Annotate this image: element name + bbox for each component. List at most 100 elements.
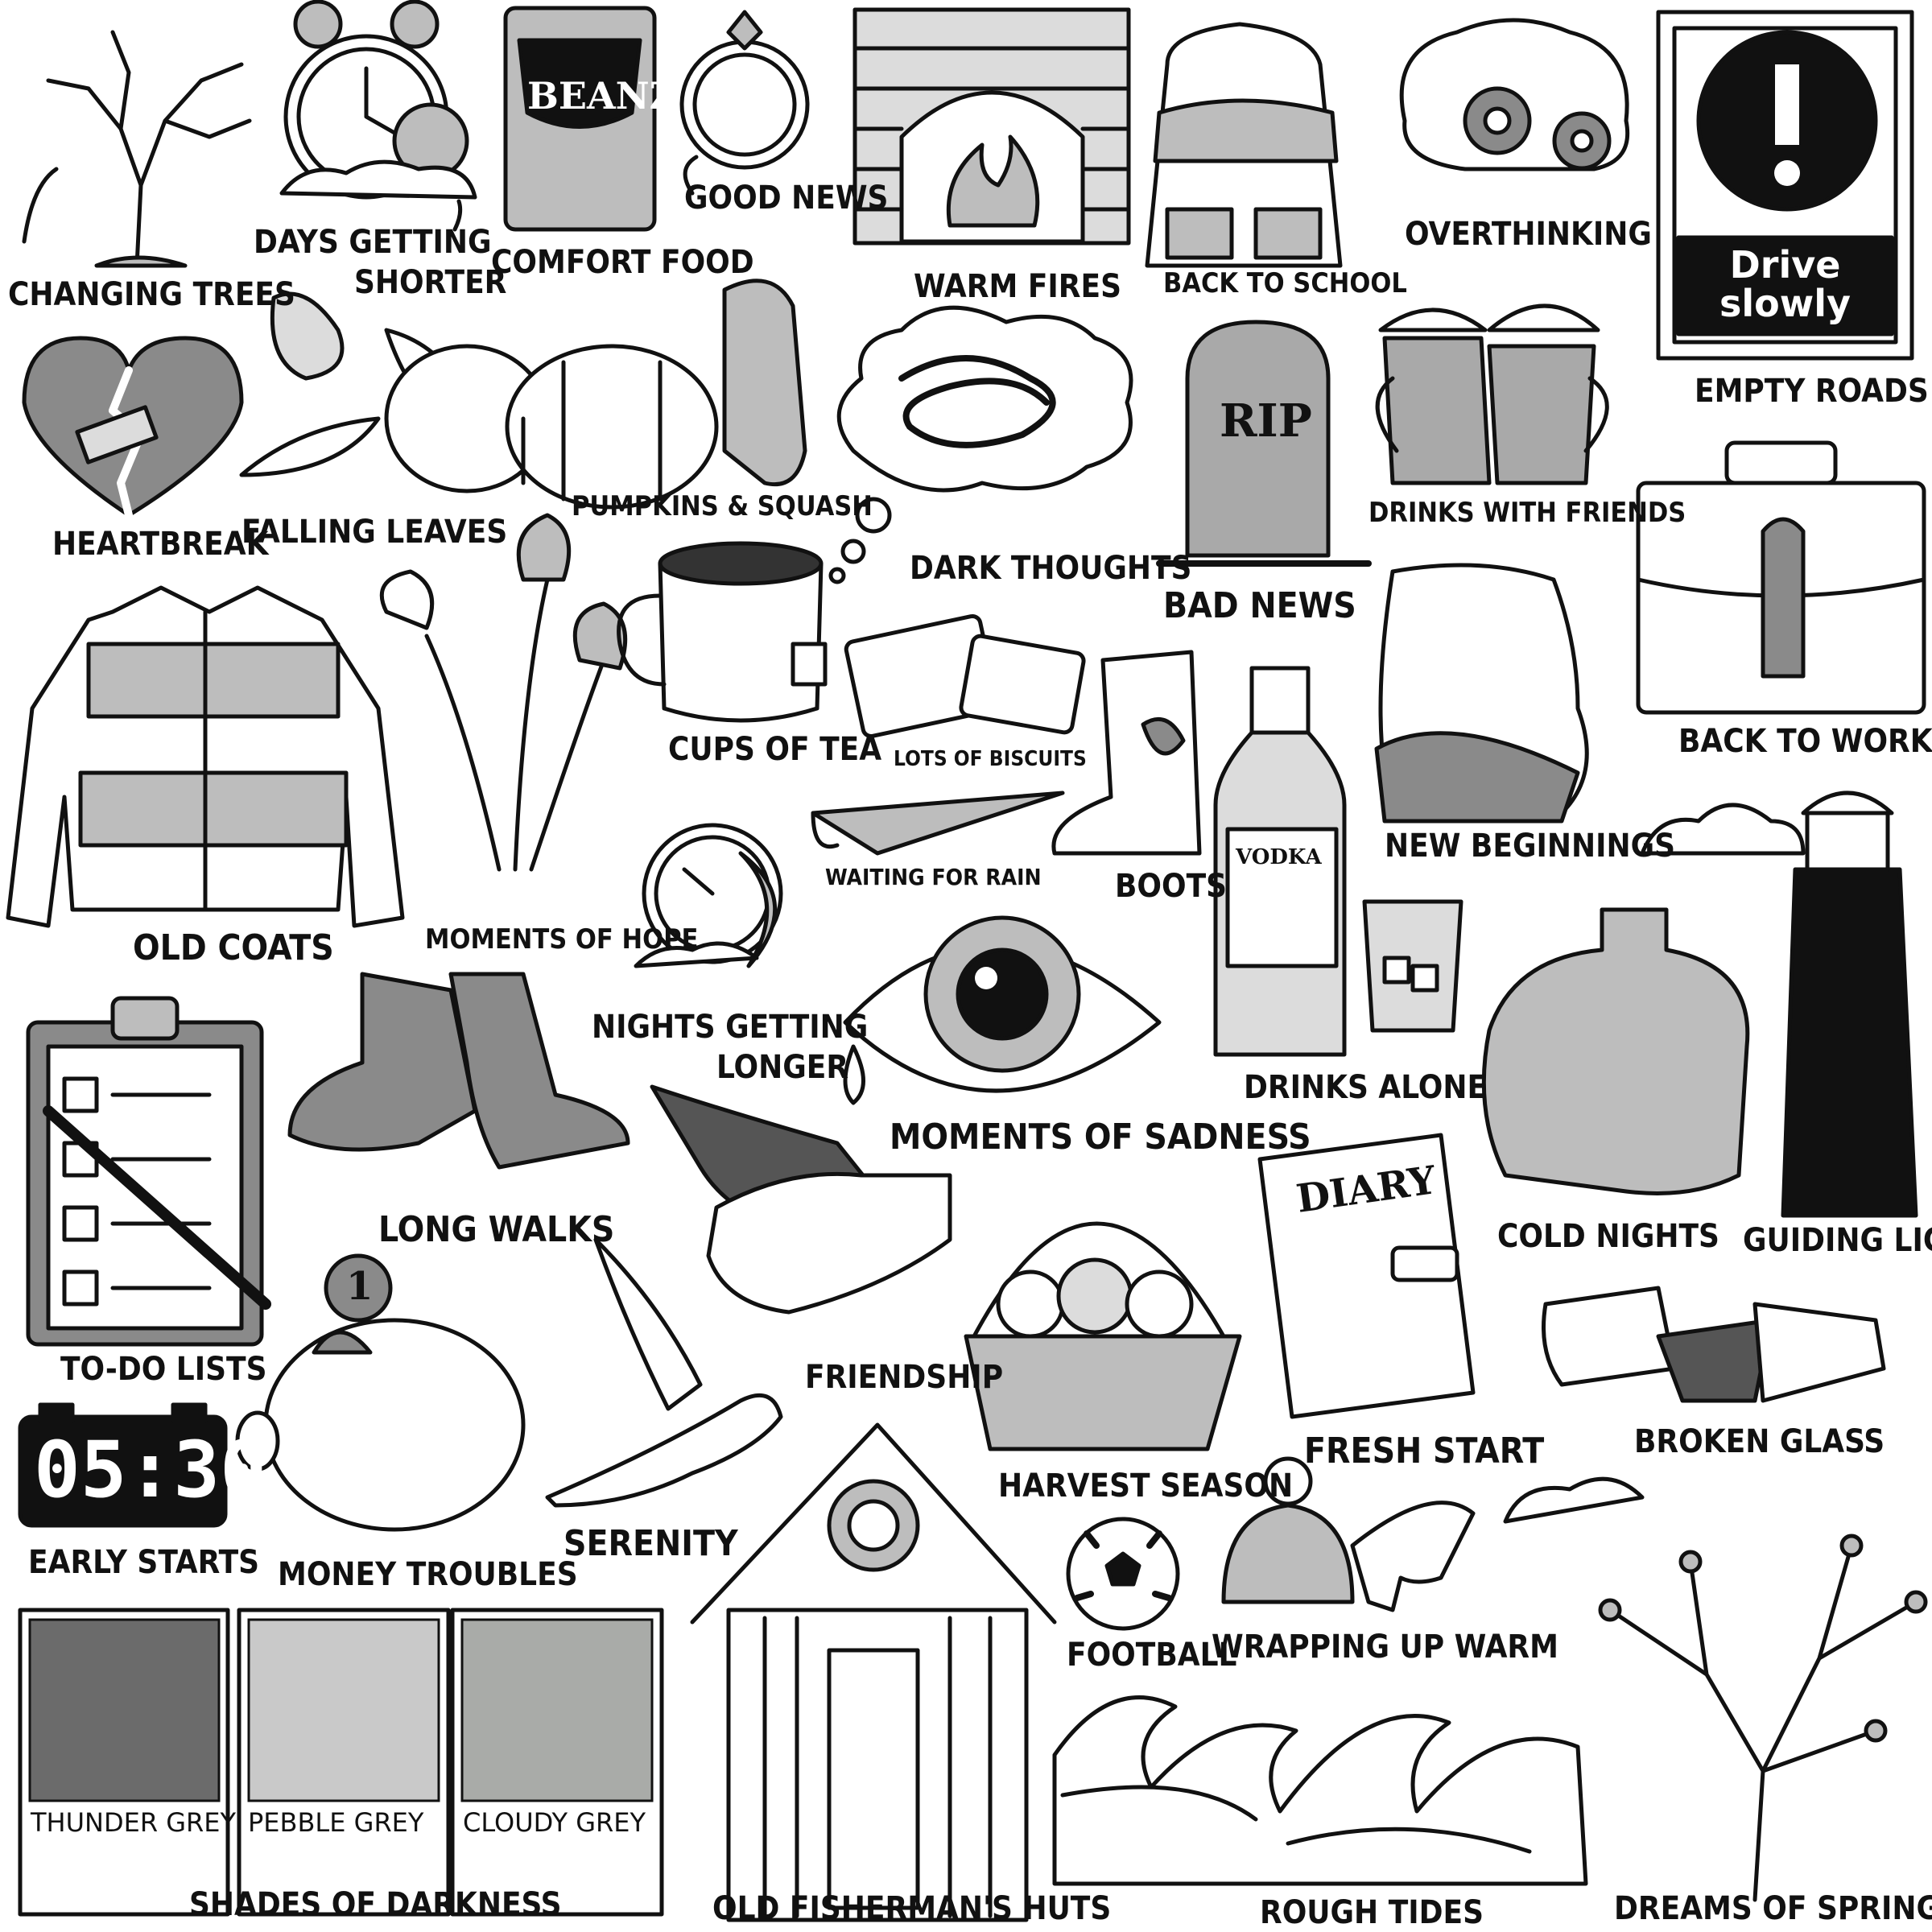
label-early-starts: EARLY STARTS [28,1544,260,1581]
umbrella-icon [811,791,1065,856]
label-drinks-with-friends: DRINKS WITH FRIENDS [1368,497,1686,529]
harvest-basket-icon [964,1221,1242,1451]
glass-with-ice-icon [1362,899,1463,1033]
night-alarm-clock-icon [634,823,783,968]
lighthouse-icon [1640,791,1918,1218]
label-dark-thoughts: DARK THOUGHTS [910,550,1192,587]
tea-mug-icon [617,541,828,723]
label-days-getting-1: DAYS GETTING [254,224,492,261]
label-back-to-school: BACK TO SCHOOL [1163,267,1407,299]
pumpkin-squash-icon [384,279,807,510]
broken-bottle-icon [1542,1286,1886,1403]
blossom-tree-icon [1503,1476,1928,1902]
sign-text: Drive slowly [1682,246,1888,324]
diamond-ring-icon [679,10,810,170]
beer-mugs-icon [1375,303,1609,485]
label-waiting-for-rain: WAITING FOR RAIN [825,864,1042,890]
label-serenity: SERENITY [564,1523,738,1564]
coin-number: 1 [346,1264,374,1309]
label-rough-tides: ROUGH TIDES [1260,1894,1484,1931]
label-empty-roads: EMPTY ROADS [1695,373,1929,410]
label-dreams-of-spring: DREAMS OF SPRING [1614,1890,1932,1927]
label-new-beginnings: NEW BEGINNINGS [1385,828,1676,865]
label-shades-of-darkness: SHADES OF DARKNESS [189,1886,562,1923]
football-icon [1066,1517,1180,1631]
label-long-walks: LONG WALKS [378,1209,615,1250]
puffer-jacket-icon [6,585,405,928]
diary-icon [1257,1133,1476,1419]
hat-and-scarf-icon [1221,1456,1476,1612]
swatch-cloudy-grey [460,1618,654,1802]
label-moments-of-hope: MOMENTS OF HOPE [425,923,699,956]
brain-gears-icon [1399,18,1630,171]
backpack-icon [1145,22,1343,268]
hot-water-bottle-icon [1481,907,1750,1195]
label-boots: BOOTS [1115,868,1228,905]
clock-display: 05:30 [34,1425,266,1515]
label-money-troubles: MONEY TROUBLES [278,1556,578,1593]
digital-clock-icon [18,1402,228,1528]
label-overthinking: OVERTHINKING [1405,216,1652,253]
road-sign-icon [1656,10,1914,361]
label-lots-of-biscuits: LOTS OF BISCUITS [894,747,1087,771]
piggy-bank-icon [235,1253,526,1532]
crying-eye-icon [843,915,1162,1105]
biscuits-icon [844,613,1086,739]
label-wrapping-up-warm: WRAPPING UP WARM [1212,1629,1558,1666]
clipboard-checklist-icon [26,996,271,1347]
label-pumpkins-squash: PUMPKINS & SQUASH [572,490,873,522]
label-nights-getting-2: LONGER [716,1049,849,1086]
label-drinks-alone: DRINKS ALONE [1244,1069,1488,1106]
gravestone-text: RIP [1220,394,1312,448]
sign-line-2: slowly [1719,282,1851,326]
label-heartbreak: HEARTBREAK [52,526,269,563]
label-good-news: GOOD NEWS [684,180,889,217]
label-friendship: FRIENDSHIP [805,1359,1004,1396]
beach-hut-icon [690,1422,1057,1922]
gravestone-icon [1156,320,1372,567]
label-broken-glass: BROKEN GLASS [1634,1423,1885,1460]
wellington-boot-icon [1051,650,1202,856]
label-bad-news: BAD NEWS [1163,585,1356,626]
label-days-getting-2: SHORTER [354,264,507,301]
bean-can-icon [503,6,657,232]
label-nights-getting-1: NIGHTS GETTING [592,1009,869,1046]
crocus-flowers-icon [379,513,628,872]
pregnant-belly-icon [1374,563,1589,824]
sign-line-1: Drive [1729,243,1841,287]
fireplace-icon [852,7,1131,246]
label-fresh-start: FRESH START [1304,1430,1545,1472]
swatch-pebble-grey [247,1618,440,1802]
label-football: FOOTBALL [1067,1637,1237,1674]
label-falling-leaves: FALLING LEAVES [242,514,508,551]
bottle-label: VODKA [1236,845,1322,869]
dark-thought-cloud-icon [828,305,1133,584]
handshake-icon [650,1084,952,1315]
label-moments-of-sadness: MOMENTS OF SADNESS [890,1117,1311,1158]
swatch-name-thunder: THUNDER GREY [31,1807,237,1838]
alarm-clock-icon [279,0,477,200]
briefcase-icon [1636,440,1926,715]
waves-icon [1052,1695,1588,1886]
label-old-coats: OLD COATS [133,927,334,968]
label-comfort-food: COMFORT FOOD [491,244,754,281]
label-back-to-work: BACK TO WORK [1678,723,1932,760]
swatch-name-cloudy: CLOUDY GREY [463,1807,646,1838]
label-cold-nights: COLD NIGHTS [1497,1218,1719,1255]
label-old-fishermans-huts: OLD FISHERMAN'S HUTS [712,1890,1112,1927]
label-warm-fires: WARM FIRES [914,268,1122,305]
hiking-boots-icon [287,972,630,1170]
bare-tree-icon [46,30,252,268]
label-to-do-lists: TO-DO LISTS [60,1351,267,1388]
label-harvest-season: HARVEST SEASON [998,1468,1294,1505]
label-changing-trees: CHANGING TREES [8,276,295,313]
broken-heart-icon [22,336,244,519]
can-brand-label: BEANZ [527,74,677,118]
vodka-bottle-icon [1213,666,1347,1057]
swatch-thunder-grey [28,1618,221,1802]
dove-icon [545,1237,783,1508]
label-guiding-lights: GUIDING LIGHTS [1743,1222,1932,1259]
label-cups-of-tea: CUPS OF TEA [668,731,882,768]
swatch-name-pebble: PEBBLE GREY [248,1807,424,1838]
